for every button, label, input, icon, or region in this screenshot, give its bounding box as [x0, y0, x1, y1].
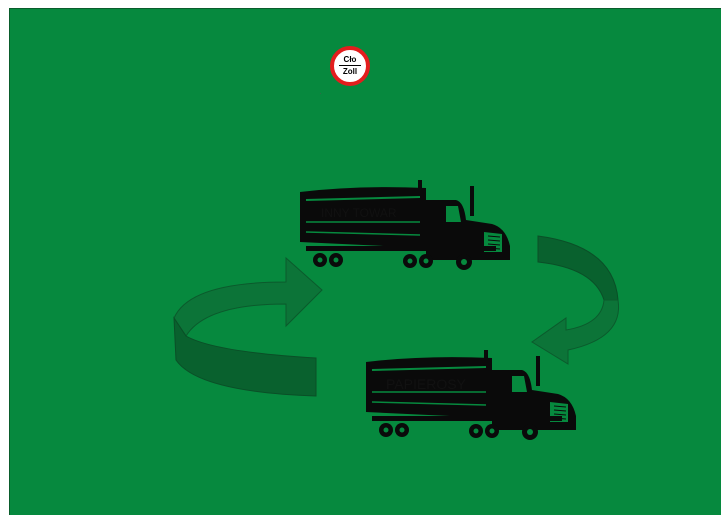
cycle-arrow-left: [174, 258, 322, 396]
cycle-arrow-right: [532, 236, 619, 364]
truck-2-label: PAPIEROSY: [386, 376, 466, 392]
truck-icon-1: [300, 180, 510, 270]
truck-icon-2: [366, 350, 576, 440]
truck-1-label: INNY TOWAR: [321, 206, 397, 220]
